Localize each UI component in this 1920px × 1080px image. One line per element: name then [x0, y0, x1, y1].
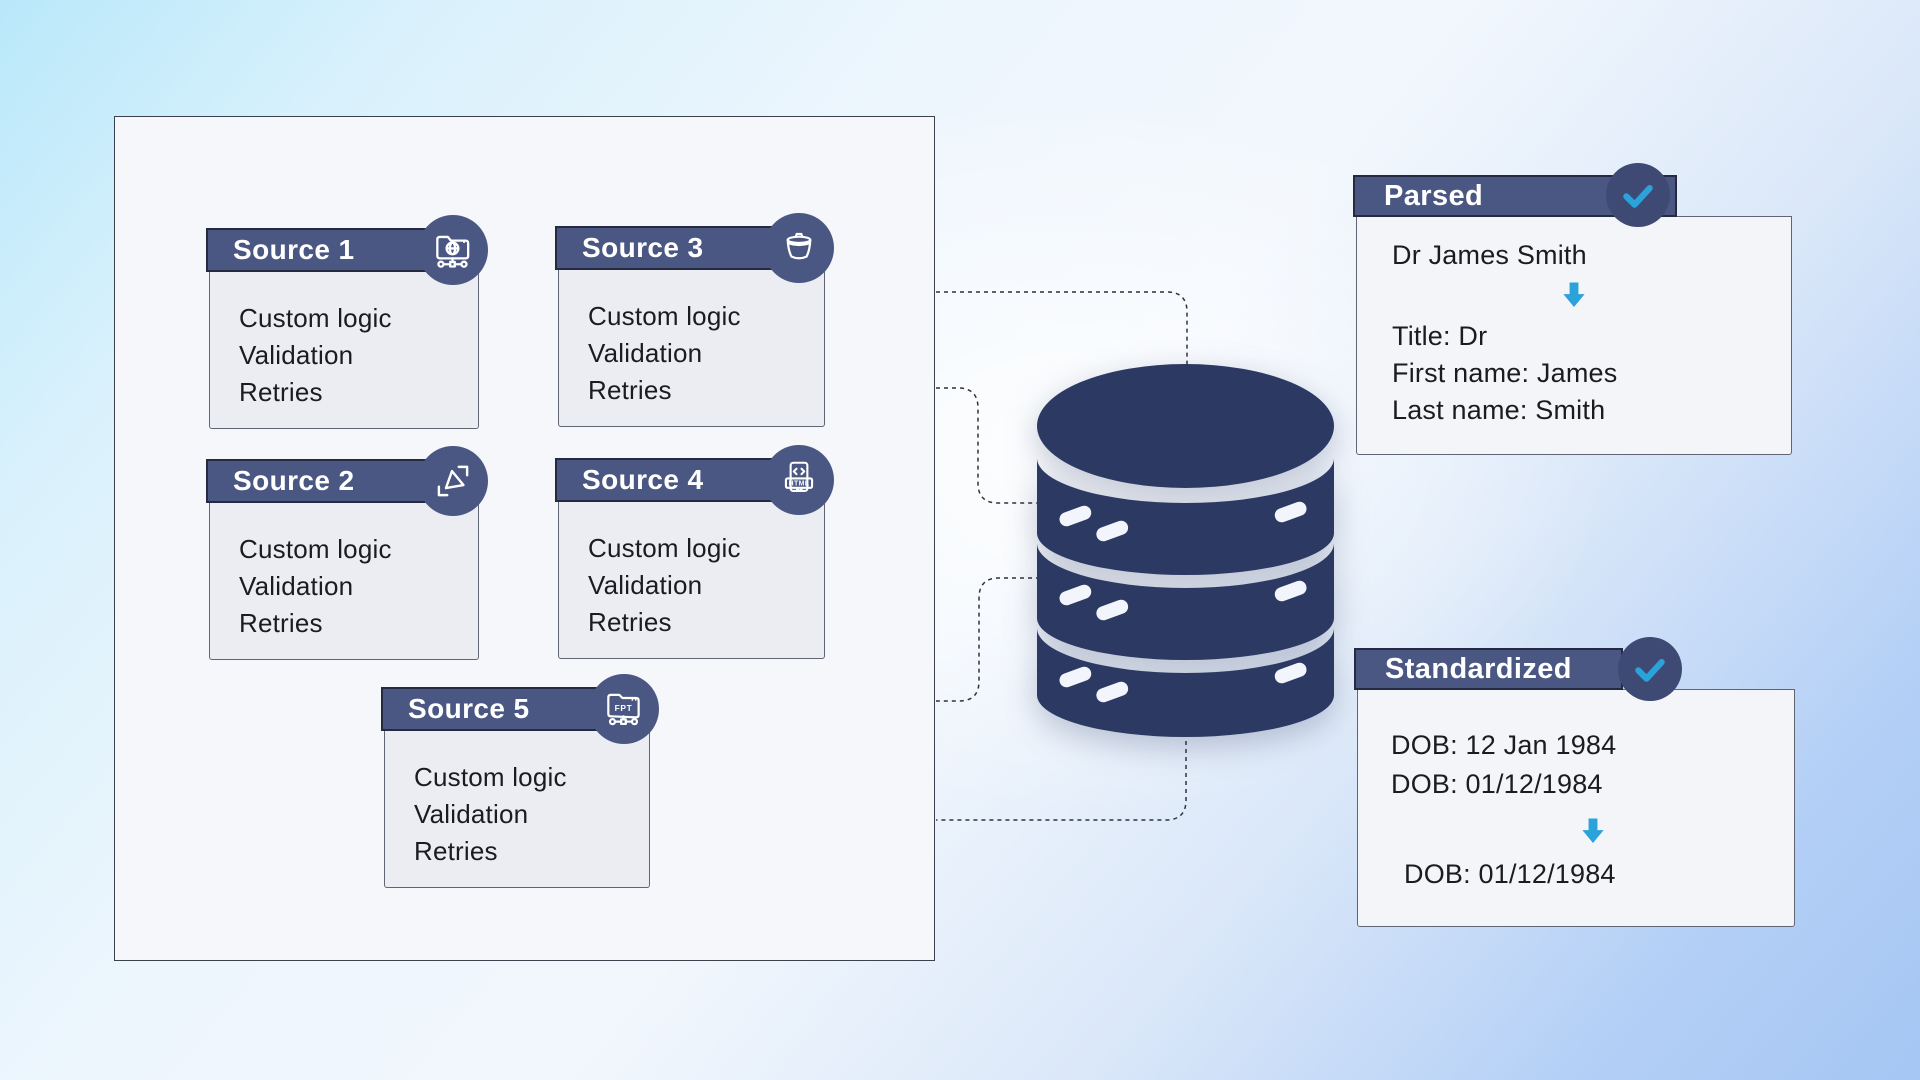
connector-db-to-box-left-lower — [936, 577, 1040, 702]
source-3-icon-circle — [764, 213, 834, 283]
source-4-feature: Validation — [588, 570, 703, 600]
source-4-icon-label: HTML — [789, 481, 810, 488]
source-1-title: Source 1 — [233, 234, 355, 265]
source-2-feature: Validation — [239, 571, 354, 601]
source-1-body: Custom logic Validation Retries — [209, 271, 479, 429]
down-arrow-icon — [1563, 282, 1585, 307]
source-5-icon-circle: FPT — [589, 674, 659, 744]
checkmark-icon — [1623, 185, 1653, 208]
parsed-title: Parsed — [1384, 179, 1484, 212]
ftp-folder-icon: FPT — [607, 693, 640, 726]
source-4-card: HTML Source 4 Custom logic Validation Re… — [555, 445, 834, 659]
source-4-icon-circle: HTML — [764, 445, 834, 515]
checkmark-icon — [1635, 659, 1665, 682]
parsed-input-value: Dr James Smith — [1392, 240, 1587, 270]
standardized-input-line: DOB: 12 Jan 1984 — [1391, 730, 1617, 760]
database-icon — [1036, 364, 1335, 737]
parsed-check-circle — [1606, 163, 1670, 227]
source-5-feature: Custom logic — [414, 762, 567, 792]
standardized-output-value: DOB: 01/12/1984 — [1404, 859, 1616, 889]
html-file-icon: HTML — [784, 461, 814, 493]
sources-panel: Source 1 Custom logic Validation Retries… — [114, 116, 935, 961]
parsed-output-line: Title: Dr — [1392, 321, 1488, 351]
source-5-feature: Validation — [414, 799, 529, 829]
drive-triangle-icon — [437, 465, 469, 497]
source-3-feature: Custom logic — [588, 301, 741, 331]
source-2-icon-circle — [418, 446, 488, 516]
source-5-icon-label: FPT — [615, 703, 633, 713]
source-2-body: Custom logic Validation Retries — [209, 502, 479, 660]
standardized-title: Standardized — [1385, 652, 1572, 685]
standardized-check-circle — [1618, 637, 1682, 701]
source-3-title: Source 3 — [582, 232, 704, 263]
source-1-feature: Custom logic — [239, 303, 392, 333]
source-3-body: Custom logic Validation Retries — [558, 269, 825, 427]
source-5-card: FPT Source 5 Custom logic Validation Ret… — [381, 674, 659, 888]
source-2-title: Source 2 — [233, 465, 355, 496]
parsed-output-line: Last name: Smith — [1392, 395, 1606, 425]
source-4-feature: Retries — [588, 607, 672, 637]
connector-box-to-db-left-upper — [936, 387, 1040, 504]
source-5-title: Source 5 — [408, 693, 530, 724]
standardized-input-line: DOB: 01/12/1984 — [1391, 769, 1603, 799]
source-1-feature: Validation — [239, 340, 354, 370]
bucket-icon — [786, 232, 812, 260]
source-3-card: Source 3 Custom logic Validation Retries — [555, 213, 834, 427]
source-5-body: Custom logic Validation Retries — [384, 730, 650, 888]
source-5-feature: Retries — [414, 836, 498, 866]
folder-network-icon — [436, 235, 470, 268]
source-1-card: Source 1 Custom logic Validation Retries — [206, 215, 488, 429]
source-2-feature: Retries — [239, 608, 323, 638]
source-1-icon-circle — [418, 215, 488, 285]
source-4-title: Source 4 — [582, 464, 704, 495]
source-4-body: Custom logic Validation Retries — [558, 501, 825, 659]
parsed-body: Dr James Smith Title: Dr First name: Jam… — [1356, 216, 1792, 455]
parsed-output-line: First name: James — [1392, 358, 1618, 388]
source-3-feature: Retries — [588, 375, 672, 405]
standardized-body: DOB: 12 Jan 1984 DOB: 01/12/1984 DOB: 01… — [1357, 689, 1795, 927]
connector-db-bottom-to-box — [936, 733, 1187, 821]
source-1-feature: Retries — [239, 377, 323, 407]
source-4-feature: Custom logic — [588, 533, 741, 563]
standardized-inputs: DOB: 12 Jan 1984 DOB: 01/12/1984 — [1391, 726, 1794, 804]
parsed-outputs: Title: Dr First name: James Last name: S… — [1392, 318, 1791, 429]
source-2-card: Source 2 Custom logic Validation Retries — [206, 446, 488, 660]
standardized-header: Standardized — [1354, 648, 1623, 690]
source-2-feature: Custom logic — [239, 534, 392, 564]
source-3-feature: Validation — [588, 338, 703, 368]
down-arrow-icon — [1582, 818, 1604, 843]
